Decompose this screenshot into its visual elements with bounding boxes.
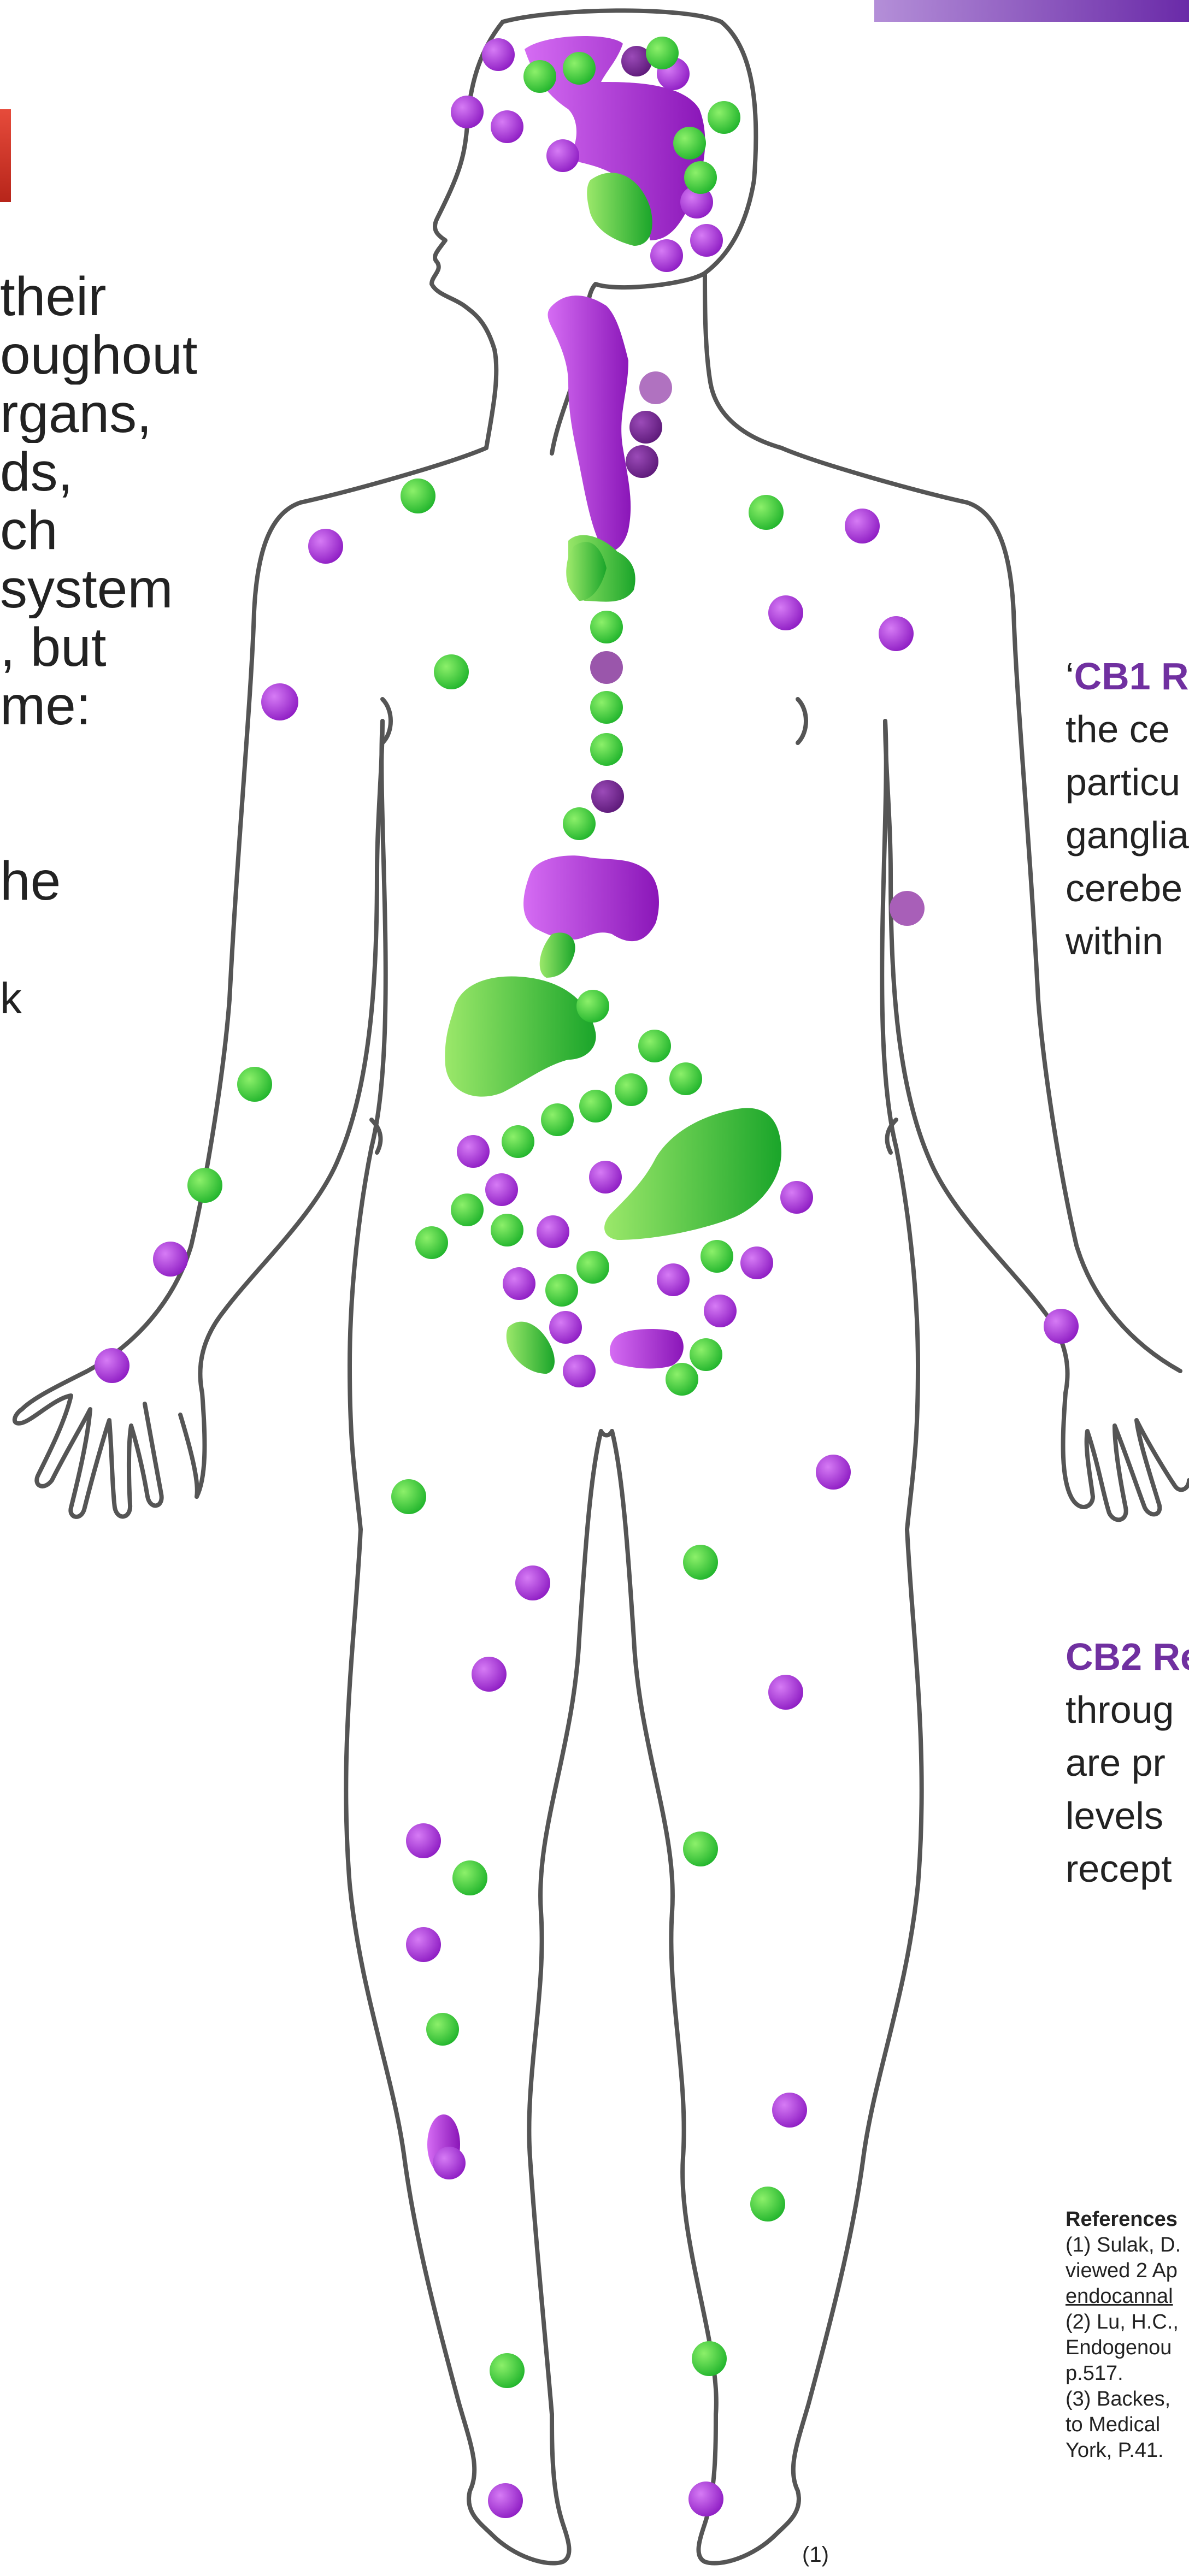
- green-dot-icon: [576, 990, 609, 1023]
- green-dot-icon: [692, 2341, 727, 2376]
- green-dot-icon: [451, 1194, 484, 1226]
- green-dot-icon: [523, 60, 556, 93]
- purple-dot-icon: [1044, 1309, 1079, 1344]
- green-dot-icon: [502, 1125, 534, 1158]
- dark-purple-dot-icon: [639, 371, 672, 404]
- dark-purple-dot-icon: [626, 445, 658, 478]
- green-dot-icon: [563, 807, 596, 840]
- green-dot-icon: [563, 52, 596, 85]
- green-dot-icon: [638, 1030, 671, 1062]
- intestine-purple-segment: [610, 1329, 684, 1368]
- purple-dot-icon: [563, 1355, 596, 1387]
- dark-purple-dot-icon: [590, 651, 623, 684]
- green-dot-icon: [452, 1860, 487, 1895]
- purple-dot-icon: [657, 1263, 690, 1296]
- purple-dot-icon: [690, 224, 723, 257]
- gut-green-segment: [540, 932, 575, 978]
- green-dot-icon: [684, 161, 717, 194]
- purple-dot-icon: [549, 1311, 582, 1344]
- green-dot-icon: [401, 478, 435, 513]
- purple-dot-icon: [457, 1135, 490, 1168]
- green-dot-icon: [673, 127, 706, 159]
- purple-dot-icon: [491, 110, 523, 143]
- green-dot-icon: [426, 2013, 459, 2046]
- green-dot-icon: [187, 1168, 222, 1203]
- green-dot-icon: [590, 691, 623, 724]
- purple-dot-icon: [515, 1565, 550, 1600]
- purple-dot-icon: [589, 1161, 622, 1194]
- green-dot-icon: [576, 1251, 609, 1284]
- green-dot-icon: [750, 2187, 785, 2221]
- green-dot-icon: [545, 1274, 578, 1307]
- purple-dot-icon: [816, 1455, 851, 1490]
- dark-purple-dot-icon: [629, 411, 662, 444]
- green-dot-icon: [683, 1831, 718, 1866]
- green-dot-icon: [666, 1363, 698, 1396]
- green-dot-icon: [701, 1240, 733, 1273]
- green-dot-icon: [708, 101, 740, 134]
- green-dot-icon: [690, 1338, 722, 1371]
- green-dot-icon: [415, 1226, 448, 1259]
- purple-dot-icon: [845, 509, 880, 543]
- green-dot-icon: [749, 495, 784, 530]
- purple-dot-icon: [488, 2483, 523, 2518]
- green-dot-icon: [391, 1479, 426, 1514]
- purple-dot-icon: [261, 683, 298, 720]
- purple-dot-icon: [153, 1242, 188, 1277]
- purple-dot-icon: [308, 529, 343, 564]
- purple-dot-icon: [433, 2147, 466, 2179]
- purple-dot-icon: [485, 1173, 518, 1206]
- green-dot-icon: [541, 1103, 574, 1136]
- pancreas-green: [604, 1108, 781, 1240]
- green-dot-icon: [669, 1062, 702, 1095]
- green-dot-icon: [615, 1073, 648, 1106]
- purple-dot-icon: [780, 1181, 813, 1214]
- purple-dot-icon: [537, 1215, 569, 1248]
- purple-dot-icon: [503, 1267, 535, 1300]
- liver-green: [445, 977, 596, 1097]
- green-dot-icon: [590, 733, 623, 766]
- purple-dot-icon: [890, 891, 925, 926]
- purple-dot-icon: [772, 2093, 807, 2128]
- purple-dot-icon: [688, 2482, 723, 2516]
- purple-dot-icon: [472, 1657, 507, 1692]
- purple-dot-icon: [451, 96, 484, 128]
- green-dot-icon: [590, 611, 623, 643]
- green-dot-icon: [646, 37, 679, 69]
- stomach-purple: [523, 855, 659, 941]
- purple-dot-icon: [546, 139, 579, 172]
- purple-dot-icon: [768, 1675, 803, 1710]
- green-dot-icon: [434, 654, 469, 689]
- purple-dot-icon: [740, 1246, 773, 1279]
- purple-dot-icon: [482, 38, 515, 71]
- purple-dot-icon: [879, 616, 914, 651]
- green-dot-icon: [491, 1214, 523, 1246]
- green-dot-icon: [683, 1545, 718, 1580]
- purple-dot-icon: [406, 1823, 441, 1858]
- green-dot-icon: [490, 2353, 525, 2388]
- purple-dot-icon: [768, 595, 803, 630]
- dark-purple-dot-icon: [591, 780, 624, 813]
- green-dot-icon: [237, 1067, 272, 1102]
- purple-dot-icon: [650, 239, 683, 272]
- purple-dot-icon: [406, 1927, 441, 1962]
- cb1-organs: [427, 36, 705, 2175]
- purple-dot-icon: [95, 1348, 130, 1383]
- green-dot-icon: [579, 1090, 612, 1122]
- colon-green-segment: [507, 1322, 555, 1374]
- purple-dot-icon: [704, 1295, 737, 1327]
